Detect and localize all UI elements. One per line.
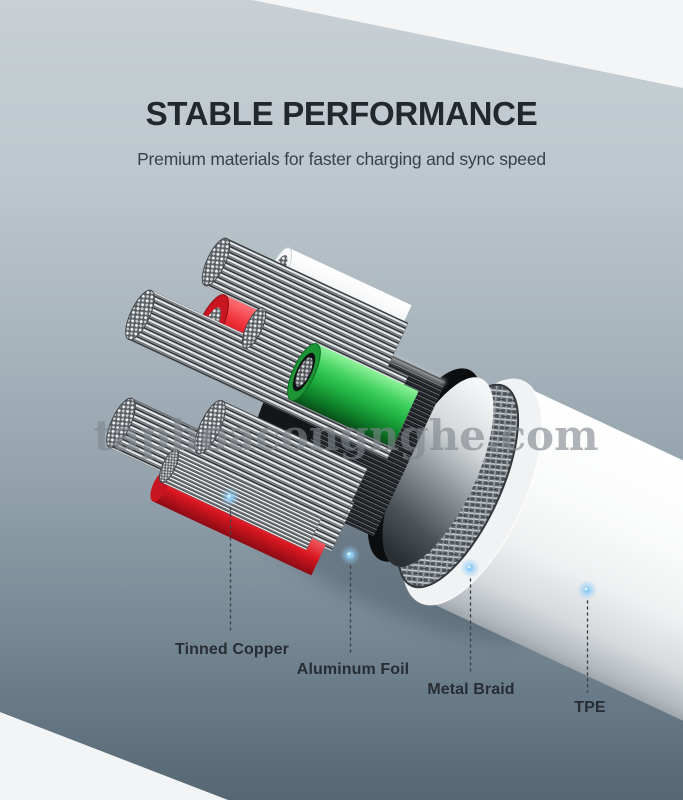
- copper-bundle-face: [201, 237, 231, 287]
- copper-bundle-face: [194, 399, 226, 455]
- inner-wires: [106, 237, 419, 576]
- watermark-text: taphoacongnghe.com: [93, 411, 598, 460]
- copper-bundle-5: [194, 399, 368, 522]
- callout-label-metal-braid: Metal Braid: [427, 681, 515, 698]
- green-wire: [287, 343, 419, 448]
- callout-label-tpe: TPE: [574, 699, 606, 716]
- foil-chrome-ring: [382, 377, 494, 567]
- copper-bundle-face: [158, 448, 180, 484]
- callout-label-aluminum-foil: Aluminum Foil: [296, 661, 410, 678]
- green-wire-conductor: [295, 357, 313, 387]
- callout-dot-aluminum-foil: [340, 545, 360, 565]
- page-title: STABLE PERFORMANCE: [145, 95, 538, 132]
- callout-dot-metal-braid: [460, 558, 480, 578]
- page-subtitle: Premium materials for faster charging an…: [137, 149, 546, 169]
- copper-bundle-6: [158, 448, 322, 551]
- copper-bundle-face: [106, 397, 136, 449]
- callout-label-tinned-copper: Tinned Copper: [175, 641, 289, 658]
- callout-dot-tpe: [577, 580, 597, 600]
- copper-bundle-face: [125, 289, 155, 341]
- top-right-light-wedge: [252, 0, 683, 88]
- callout-dot-tinned-copper: [220, 487, 240, 507]
- callouts: [220, 487, 597, 693]
- copper-bundle-face: [241, 307, 267, 349]
- floor-highlight-wedge: [0, 712, 228, 800]
